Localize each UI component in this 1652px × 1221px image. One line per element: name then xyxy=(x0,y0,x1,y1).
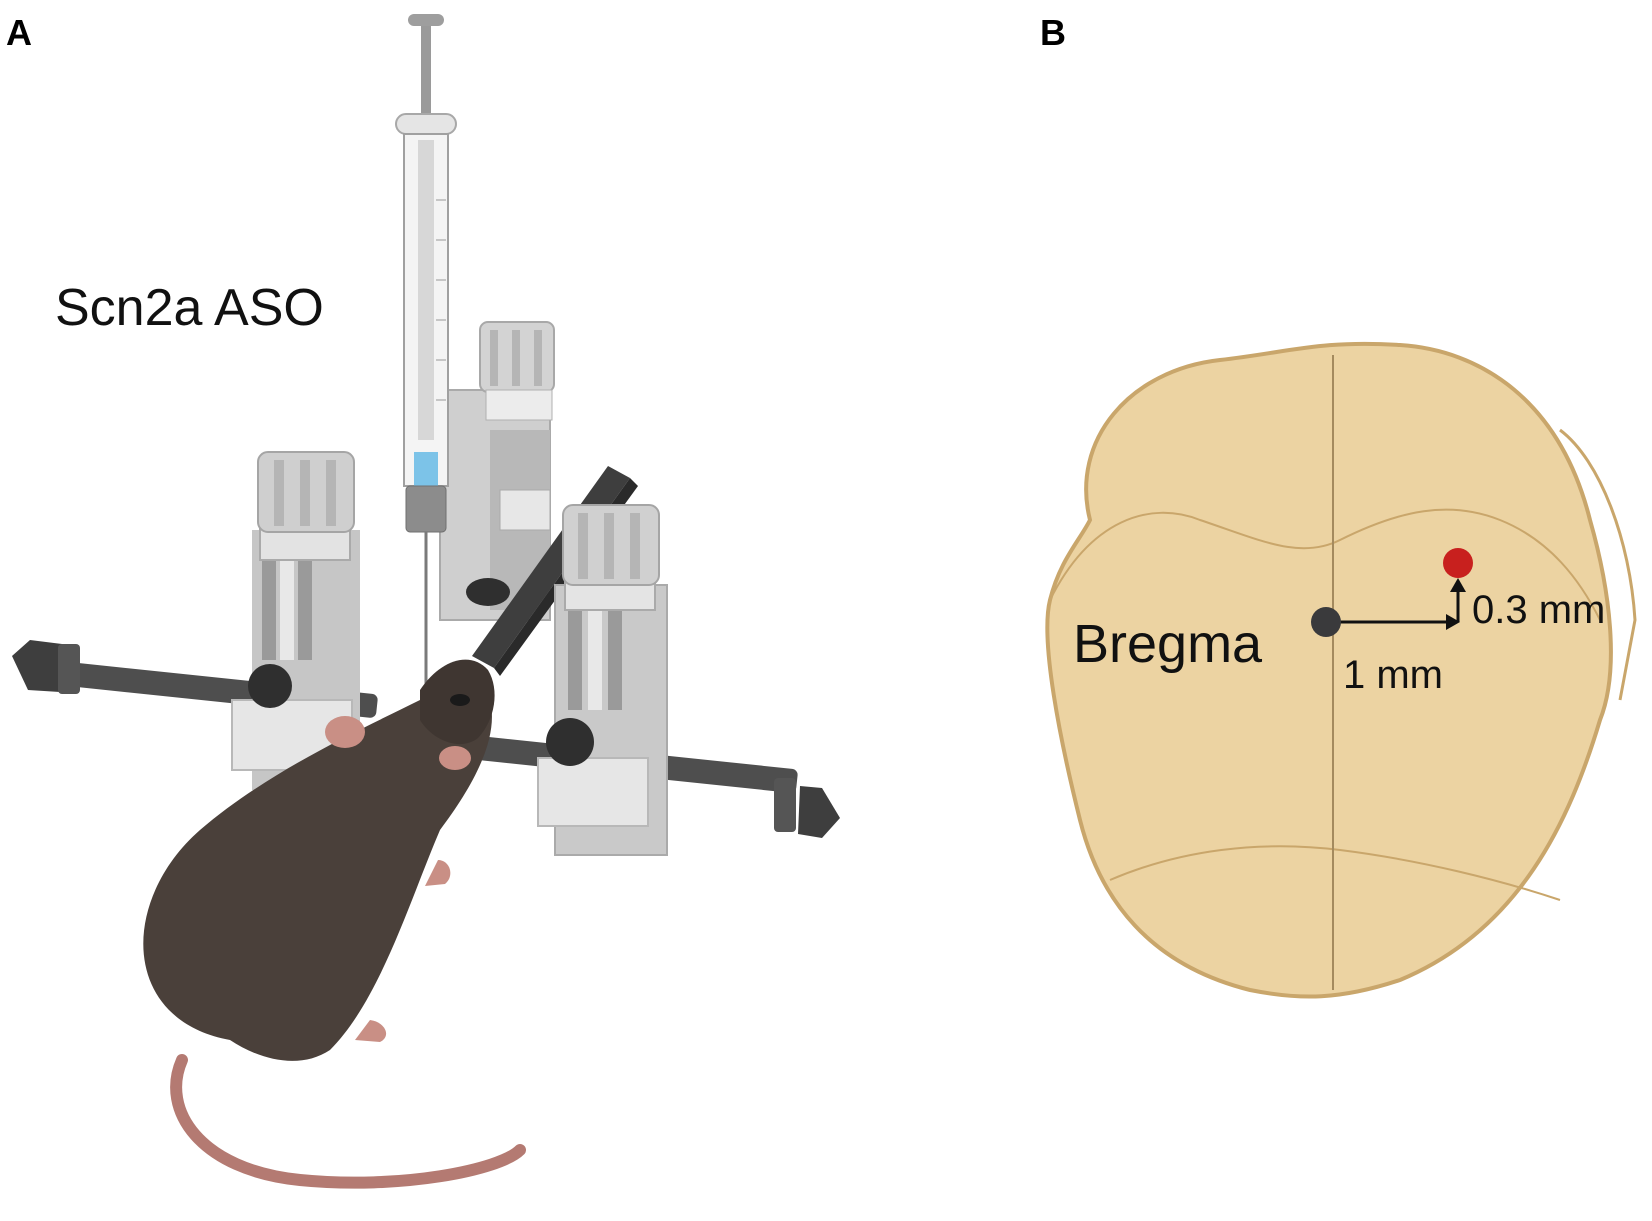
mouse-icon xyxy=(143,659,526,1189)
injectate-label: Scn2a ASO xyxy=(55,279,324,337)
mediolateral-offset-label: 1 mm xyxy=(1343,653,1443,697)
panel-b-letter: B xyxy=(1040,12,1066,53)
anteroposterior-arrow xyxy=(1450,578,1466,622)
right-post xyxy=(537,504,668,856)
mediolateral-arrow xyxy=(1330,614,1460,630)
anteroposterior-offset-label: 0.3 mm xyxy=(1472,588,1606,632)
syringe-icon xyxy=(395,14,457,705)
bregma-dot xyxy=(1311,607,1341,637)
skull-icon xyxy=(1045,341,1637,999)
panel-a-letter: A xyxy=(6,12,32,53)
injection-target-dot xyxy=(1443,548,1473,578)
bregma-label: Bregma xyxy=(1073,614,1263,674)
